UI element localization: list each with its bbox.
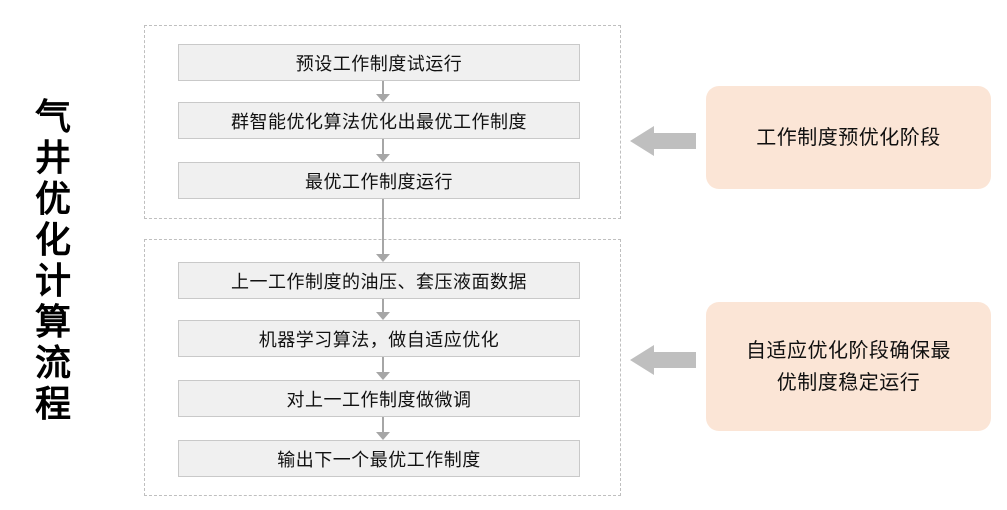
title-char-4: 化 xyxy=(34,219,71,260)
title-char-3: 优 xyxy=(34,178,71,219)
step-box-5[interactable]: 机器学习算法，做自适应优化 xyxy=(178,320,580,357)
phase-label-wrapper: 自适应优化阶段确保最 优制度稳定运行 xyxy=(746,335,951,399)
title-char-5: 计 xyxy=(34,260,71,301)
phase-callout-adaptive[interactable]: 自适应优化阶段确保最 优制度稳定运行 xyxy=(706,302,991,431)
title-char-8: 程 xyxy=(34,383,71,424)
step-box-3[interactable]: 最优工作制度运行 xyxy=(178,162,580,199)
arrow-shaft xyxy=(652,352,696,368)
title-char-2: 井 xyxy=(34,137,71,178)
step-box-6[interactable]: 对上一工作制度做微调 xyxy=(178,380,580,417)
phase-callout-preoptimization[interactable]: 工作制度预优化阶段 xyxy=(706,86,991,189)
phase-label-line-1: 工作制度预优化阶段 xyxy=(756,126,941,149)
phase-label-line-1: 自适应优化阶段确保最 xyxy=(746,339,951,362)
step-box-2[interactable]: 群智能优化算法优化出最优工作制度 xyxy=(178,102,580,139)
step-box-4[interactable]: 上一工作制度的油压、套压液面数据 xyxy=(178,262,580,299)
arrow-tip xyxy=(630,345,654,375)
title-char-6: 算 xyxy=(34,301,71,342)
left-arrow-icon-phase-1 xyxy=(630,126,696,156)
title-char-1: 气 xyxy=(34,96,71,137)
left-arrow-icon-phase-2 xyxy=(630,345,696,375)
arrow-shaft xyxy=(652,133,696,149)
step-box-7[interactable]: 输出下一个最优工作制度 xyxy=(178,440,580,477)
title-char-7: 流 xyxy=(34,342,71,383)
step-box-1[interactable]: 预设工作制度试运行 xyxy=(178,44,580,81)
arrow-tip xyxy=(630,126,654,156)
phase-label-line-2: 优制度稳定运行 xyxy=(776,371,921,394)
page-title-vertical: 气 井 优 化 计 算 流 程 xyxy=(22,95,84,425)
